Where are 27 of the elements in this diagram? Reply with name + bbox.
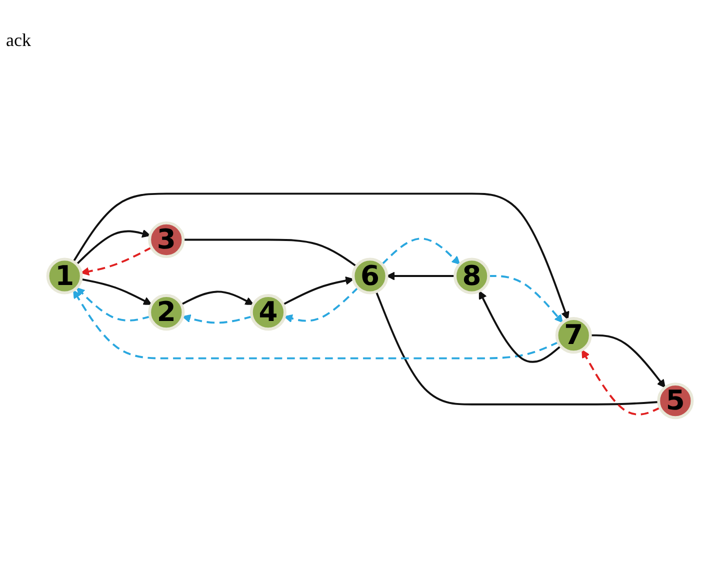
arrow	[180, 290, 254, 306]
node-circle: 2	[148, 294, 185, 331]
arrow	[182, 314, 252, 324]
arrow	[478, 290, 562, 363]
node-circle: 3	[148, 221, 185, 258]
arrow	[488, 275, 564, 323]
arrow	[72, 192, 570, 320]
arrow	[282, 276, 354, 306]
arrow	[386, 272, 455, 280]
page-text: ack	[6, 30, 31, 51]
node-circle: 1	[46, 258, 83, 294]
arrow	[590, 334, 666, 388]
arrow	[381, 238, 460, 265]
arrow	[284, 287, 359, 323]
arrow	[76, 229, 151, 265]
connector	[375, 291, 659, 406]
arrow	[80, 278, 152, 305]
node-circle: 8	[454, 258, 490, 294]
node-circle: 4	[250, 294, 286, 331]
node-circle: 6	[352, 258, 388, 294]
connector	[183, 238, 357, 268]
arrow	[73, 290, 559, 360]
arrow	[582, 350, 660, 416]
arrow	[80, 246, 152, 276]
node-circle: 7	[555, 317, 592, 354]
node-circle: 5	[657, 382, 694, 420]
arrow	[76, 287, 150, 322]
